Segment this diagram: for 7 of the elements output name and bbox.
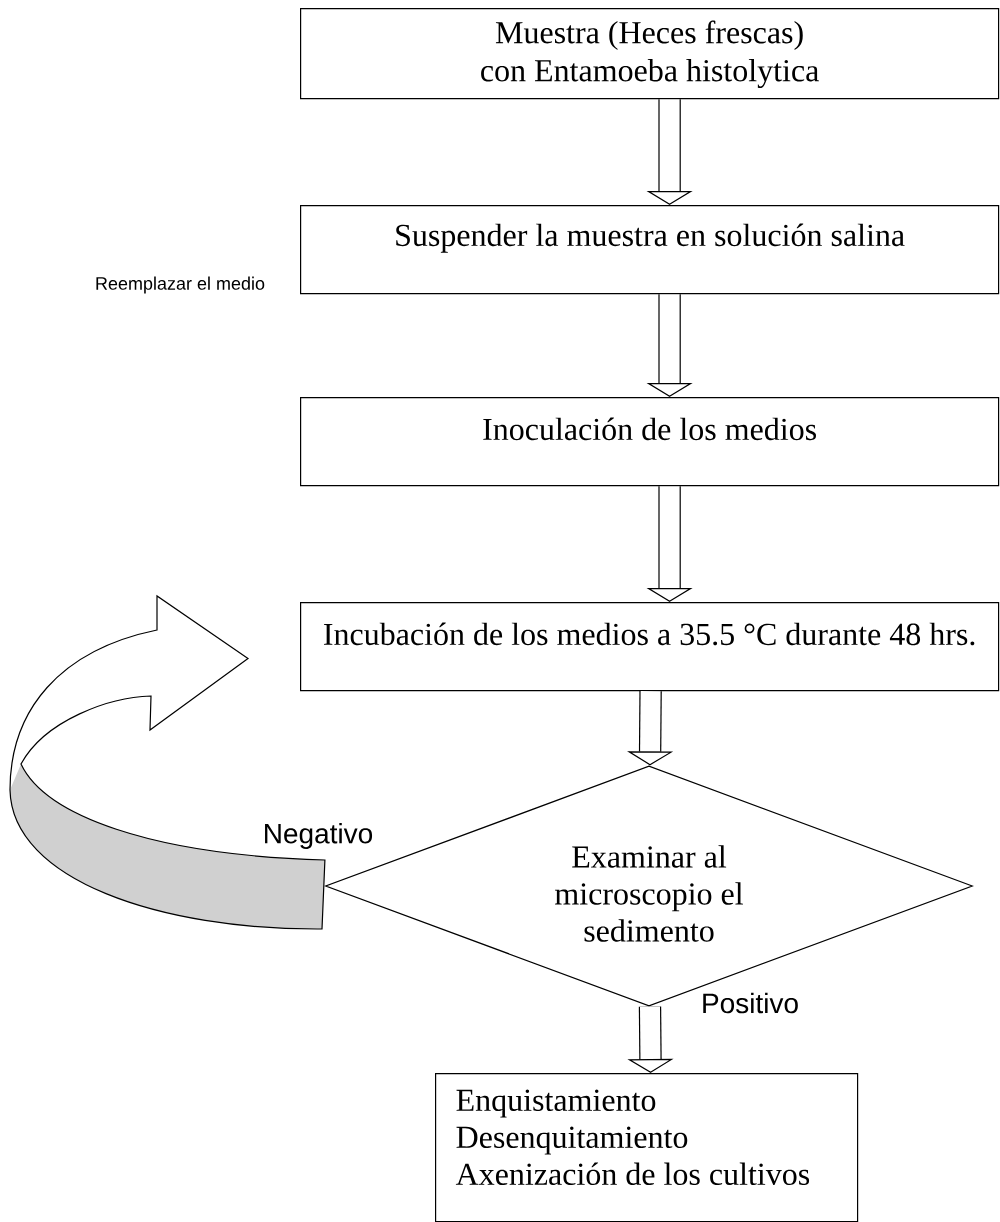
process-box: Enquistamiento Desenquitamiento Axenización de los cultivos [435, 1073, 859, 1222]
process-box: Incubación de los medios a 35.5 °C durante 48 hrs. [300, 602, 1000, 692]
curved-arrow [9, 595, 326, 930]
process-box: Inoculación de los medios [300, 397, 1000, 487]
note-text: Reemplazar el medio [96, 276, 265, 294]
process-box: Suspender la muestra en solución salina [300, 205, 1000, 295]
process-box: Muestra (Heces frescas) con Entamoeba histolytica [300, 8, 1000, 100]
